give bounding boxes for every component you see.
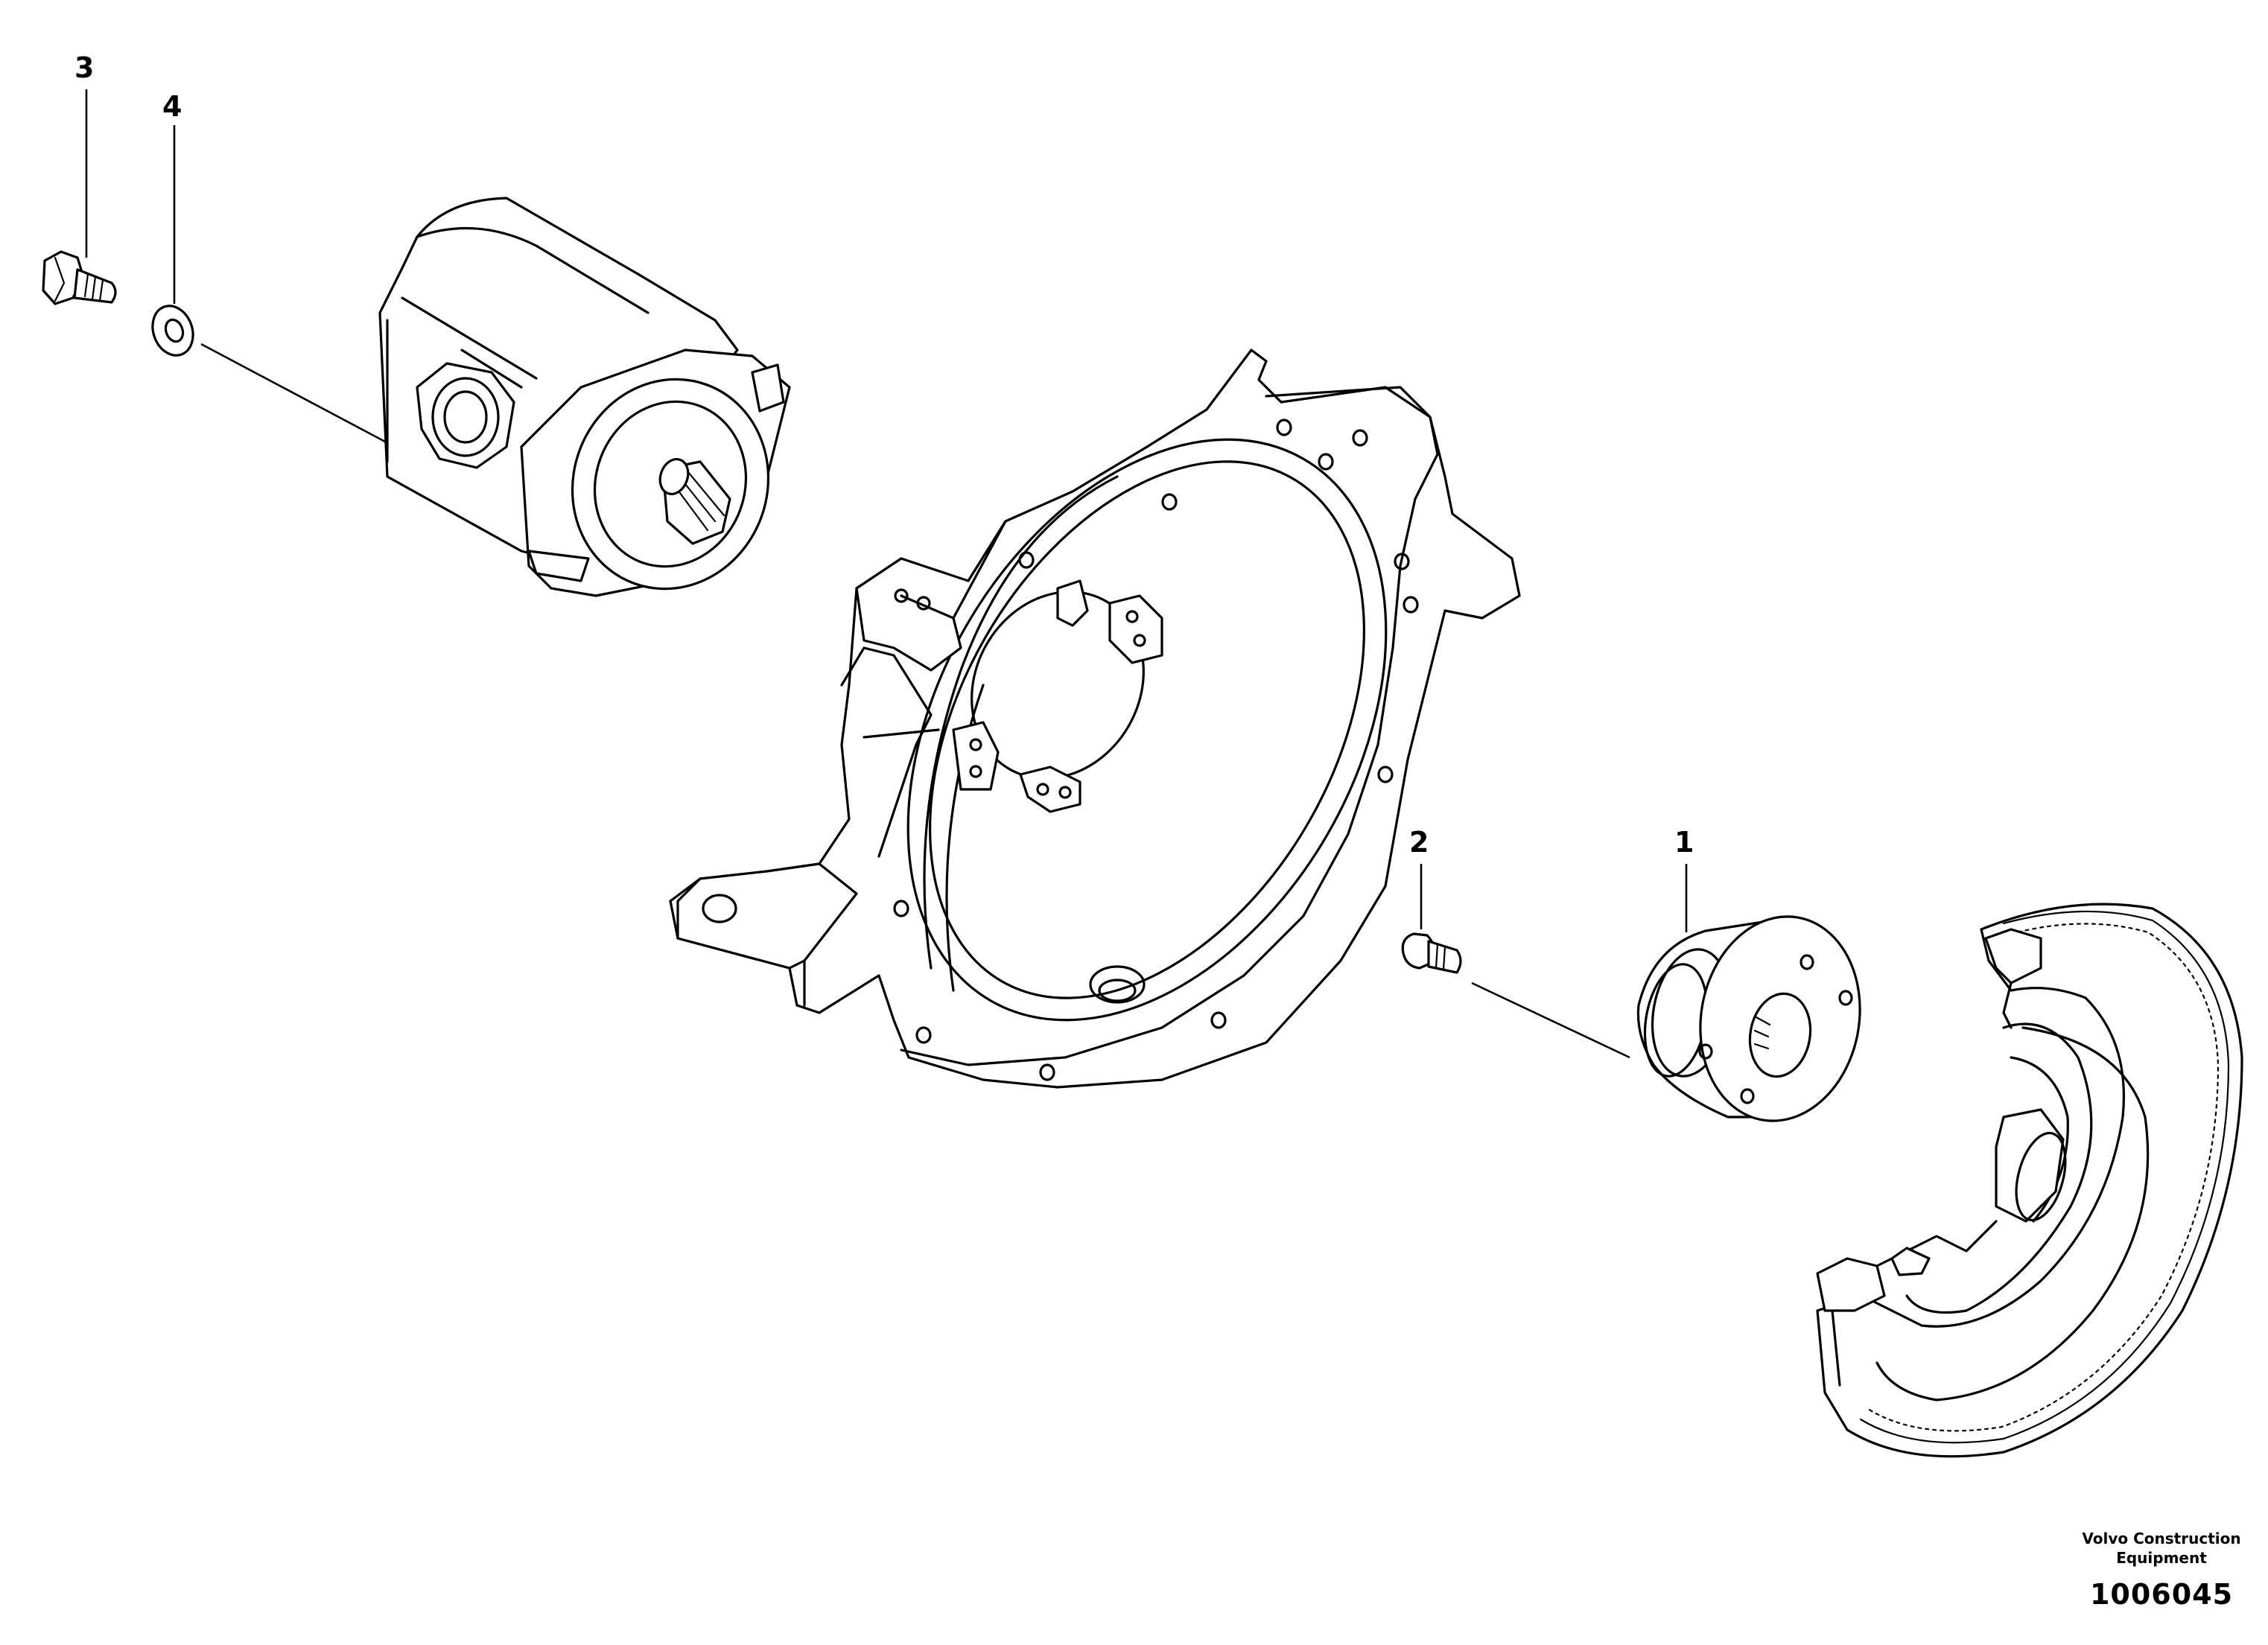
callout-4: 4	[162, 90, 182, 123]
bolt-part-3	[42, 250, 117, 305]
credit-line-1: Volvo Construction	[2082, 1530, 2240, 1547]
washer-part-4	[151, 305, 194, 357]
credit-line-2: Equipment	[2116, 1549, 2207, 1567]
coupling-hub-part-1	[1636, 915, 1861, 1122]
callout-3: 3	[74, 51, 94, 84]
screw-part-2	[1401, 932, 1462, 974]
leader-line-2-to-hub	[1471, 981, 1630, 1059]
drawing-number: 1006045	[2090, 1578, 2233, 1611]
callout-2: 2	[1409, 826, 1429, 859]
flywheel-ring-gear	[1816, 903, 2243, 1458]
callout-1: 1	[1674, 826, 1694, 859]
credit-block: Volvo Construction Equipment 1006045	[2082, 1530, 2240, 1611]
hydraulic-pump	[378, 197, 791, 597]
flywheel-housing	[669, 349, 1521, 1089]
